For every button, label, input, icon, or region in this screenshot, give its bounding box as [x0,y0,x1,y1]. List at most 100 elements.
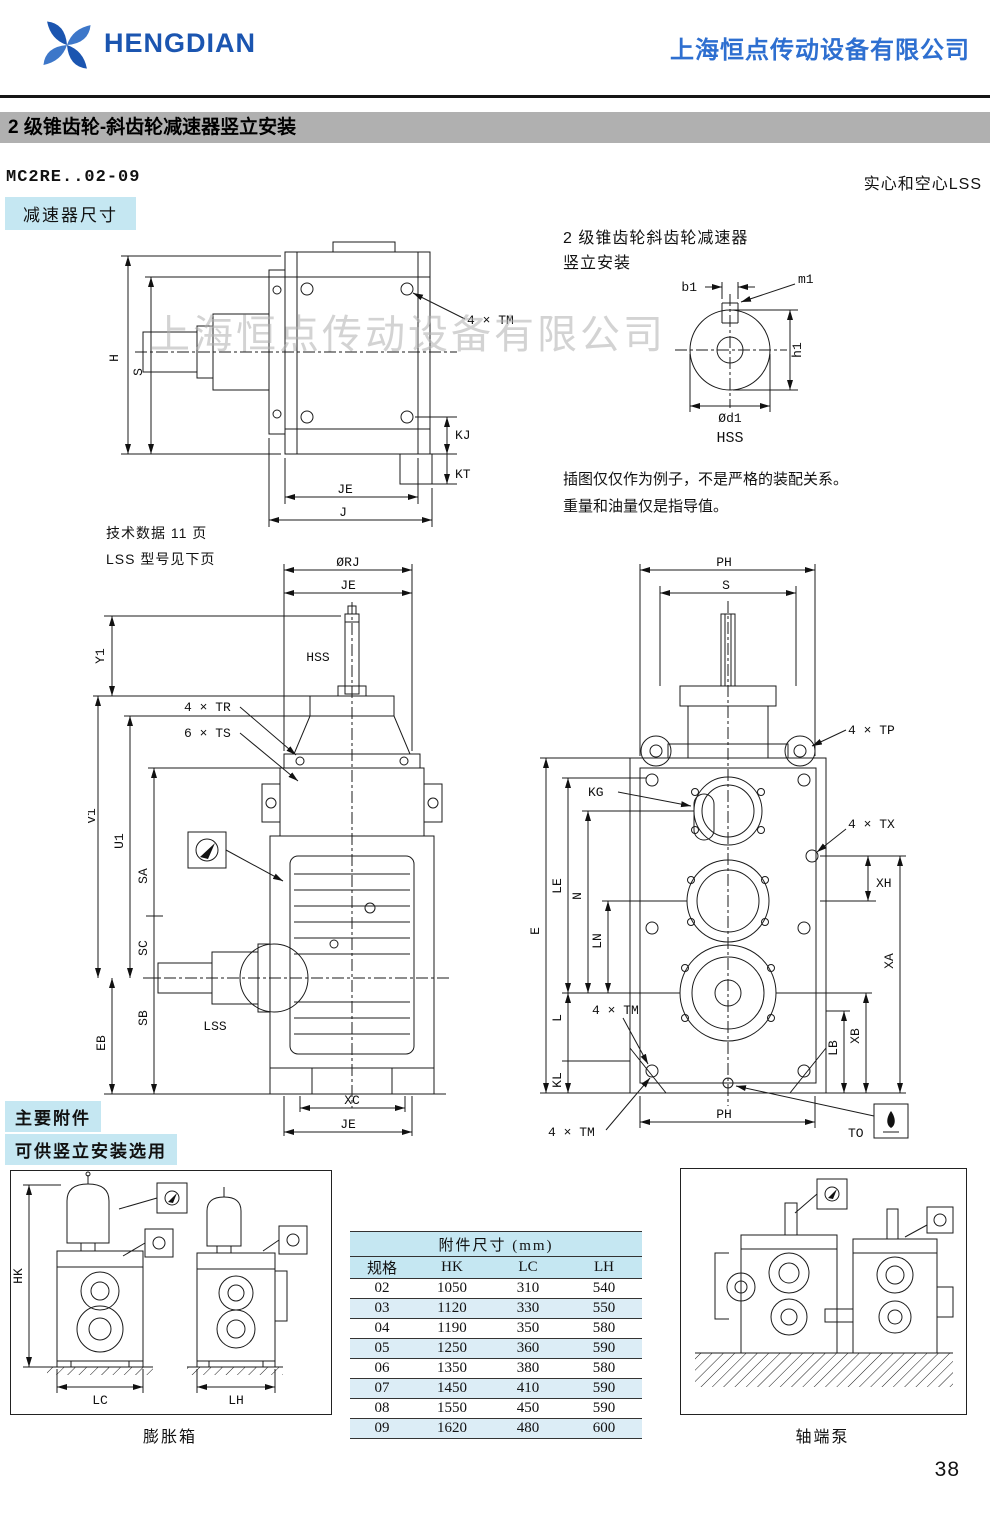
dimension-V1: V1 [88,695,310,978]
dimension-JE-J: JE J [268,438,433,527]
note-line-1: 插图仅仅作为例子，不是严格的装配关系。 [563,471,849,488]
cell-spec: 09 [350,1418,414,1439]
brand-name: HENGDIAN [104,28,257,58]
drawing-front-view: HSS 4 × TR 6 × TS [88,556,450,1136]
accessory-size-table: 附件尺寸 (mm) 规格 HK LC LH 02 1050 310 540 03… [350,1231,642,1439]
oil-drain-callout: TO [735,1085,909,1141]
dim-label-e: E [528,927,543,935]
cell-lc: 480 [490,1418,566,1439]
table-row: 05 1250 360 590 [350,1338,642,1359]
dim-label-to: TO [848,1126,864,1141]
label-hss: HSS [306,650,330,665]
dim-label-n: N [570,892,585,900]
mounting-position-icon-a [794,1178,848,1214]
cell-hk: 1250 [414,1338,490,1359]
dim-label-u1: U1 [112,833,127,849]
tank-unit-b [187,1187,288,1375]
dim-label-s: S [722,578,730,593]
company-name: 上海恒点传动设备有限公司 [670,37,970,64]
cell-spec: 08 [350,1398,414,1419]
cell-hk: 1120 [414,1298,490,1319]
accessories-label-line1: 主要附件 [5,1101,101,1132]
table-row: 02 1050 310 540 [350,1278,642,1299]
ref-line-2: LSS 型号见下页 [106,551,216,567]
table-title: 附件尺寸 (mm) [350,1231,642,1257]
cell-spec: 03 [350,1298,414,1319]
dim-label-v1: V1 [88,808,99,824]
callout-4xTM-bottom: 4 × TM [548,1077,651,1140]
callout-4xTP: 4 × TP [811,723,895,747]
drawing-hss-shaft-detail: b1 m1 h1 Ød1 HSS [675,272,814,447]
ref-line-1: 技术数据 11 页 [106,525,208,541]
dim-label-4xtm-bottom: 4 × TM [548,1125,595,1140]
drawing-expansion-tank: HK LC LH [11,1171,308,1408]
cell-hk: 1350 [414,1358,490,1379]
dimension-S: S [131,276,285,454]
cell-spec: 02 [350,1278,414,1299]
dim-label-d1: Ød1 [718,411,742,426]
dim-label-je: JE [337,482,353,497]
dim-label-xc: XC [344,1093,360,1108]
cell-lh: 580 [566,1358,642,1379]
caption-expansion-tank: 膨胀箱 [142,1429,197,1446]
dim-label-l: L [550,1014,565,1022]
callout-4xTX: 4 × TX [816,817,895,853]
dimension-Y1: Y1 [93,615,341,696]
cell-spec: 05 [350,1338,414,1359]
callout-m1: m1 [740,272,814,303]
mounting-position-icon-c [262,1225,308,1255]
dim-label-lc: LC [92,1393,108,1408]
dim-label-kt: KT [455,467,471,482]
hss-caption: HSS [716,430,743,447]
dim-label-h1: h1 [790,342,805,358]
cell-lh: 590 [566,1338,642,1359]
table-row: 06 1350 380 580 [350,1358,642,1379]
reference-notes: 技术数据 11 页 LSS 型号见下页 [106,520,215,572]
dimension-HK: HK [11,1184,61,1368]
dimension-LH: LH [196,1369,276,1408]
caption-shaft-end-pump: 轴端泵 [795,1429,850,1446]
cell-hk: 1550 [414,1398,490,1419]
ground-hatch [695,1352,953,1387]
dim-label-xa: XA [882,953,897,969]
intro-line-2: 竖立安装 [563,255,632,272]
cell-lh: 590 [566,1398,642,1419]
dimension-U1: U1 [112,715,310,978]
dim-label-m1: m1 [798,272,814,287]
table-row: 07 1450 410 590 [350,1378,642,1399]
gearbox-body [239,767,446,1095]
dim-label-y1: Y1 [93,648,108,664]
dim-label-kl: KL [550,1072,565,1088]
dim-label-6xts: 6 × TS [184,726,231,741]
dimension-RJ-JE-top: ØRJ JE [283,556,413,751]
dim-label-hk: HK [11,1268,26,1284]
table-row: 04 1190 350 580 [350,1318,642,1339]
dimension-XC-JE-bottom: XC JE [283,1093,413,1136]
hss-input-shaft [337,605,367,697]
dim-label-sb: SB [136,1010,151,1026]
dim-label-lb: LB [826,1040,841,1056]
dim-label-ph-top: PH [716,556,732,570]
dim-label-4xtm-mid: 4 × TM [592,1003,639,1018]
note-line-2: 重量和油量仅是指导值。 [563,498,729,515]
dim-label-sc: SC [136,940,151,956]
shaft-type-note: 实心和空心LSS [863,176,982,193]
dimension-h1: h1 [733,309,805,391]
page-number: 38 [934,1458,960,1481]
callout-KG: KG [588,785,692,808]
dimension-EB: EB [94,978,258,1095]
section-label-dimensions: 减速器尺寸 [5,197,136,230]
intro-line-1: 2 级锥齿轮斜齿轮减速器 [563,230,749,247]
dim-label-h: H [107,354,122,362]
col-header-hk: HK [414,1256,490,1279]
dimension-right-stack: LB XB XA [776,856,906,1094]
callout-6xTS: 6 × TS [184,726,299,782]
cell-lc: 330 [490,1298,566,1319]
cell-spec: 07 [350,1378,414,1399]
table-row: 03 1120 330 550 [350,1298,642,1319]
dim-label-sa: SA [136,868,151,884]
cell-spec: 04 [350,1318,414,1339]
pump-unit-a [714,1202,838,1354]
dim-label-je-top: JE [340,578,356,593]
cell-hk: 1620 [414,1418,490,1439]
